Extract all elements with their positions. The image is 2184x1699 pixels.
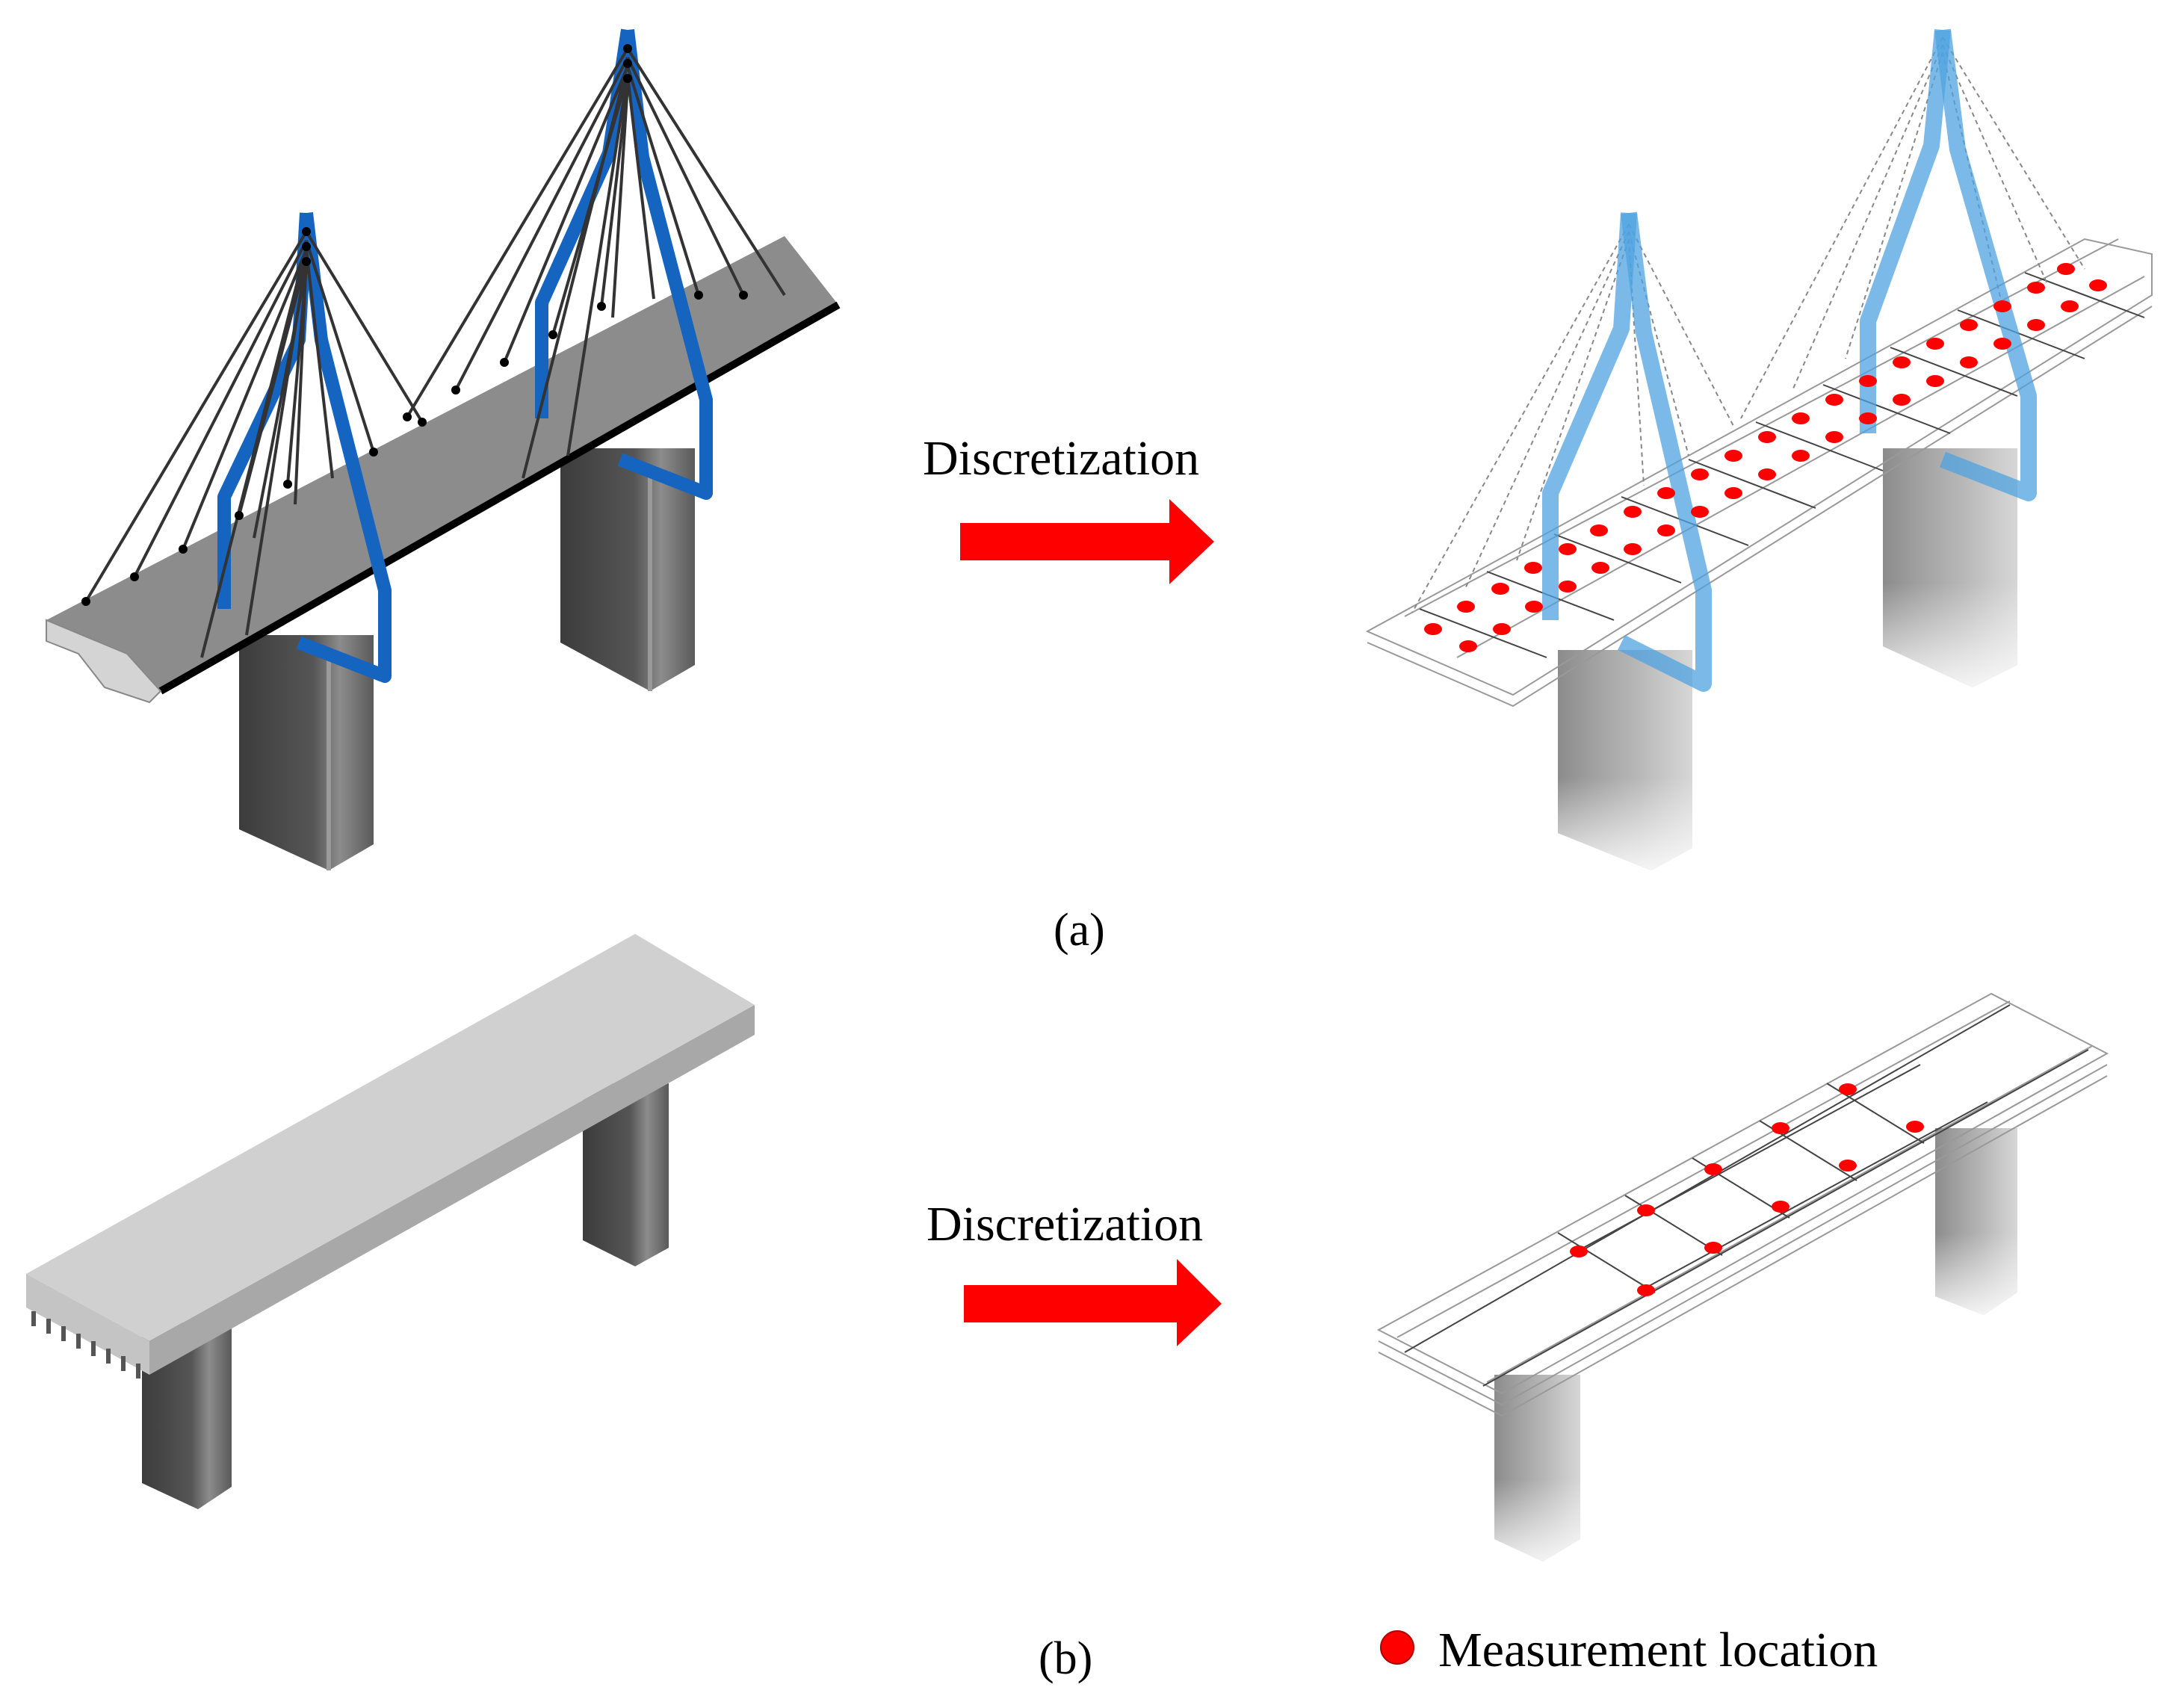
measurement-marker-icon: [1380, 1630, 1414, 1665]
discretization-arrow-a: [960, 499, 1214, 584]
pier-right-ghost: [1883, 448, 2017, 687]
cable-stayed-bridge-discretized: [1365, 28, 2153, 870]
girder-deck: [26, 934, 755, 1378]
cable-stayed-bridge-model: [46, 28, 841, 870]
measurement-points-a: [1424, 263, 2107, 652]
stay-cables: [84, 47, 786, 658]
pier-left-ghost: [1558, 650, 1692, 870]
girder-bridge-model: [26, 934, 755, 1509]
measurement-points-b: [1570, 1083, 1924, 1296]
pylon-right-transparent: [1860, 28, 2037, 501]
pier-far: [583, 1083, 669, 1266]
arrow-label-a: Discretization: [923, 431, 1199, 486]
discretization-arrow-b: [964, 1259, 1222, 1346]
cable-anchors: [81, 44, 748, 606]
girder-wireframe: [1376, 992, 2109, 1417]
pier-near: [142, 1322, 232, 1509]
legend-label: Measurement location: [1438, 1623, 1878, 1677]
deck: [46, 236, 841, 704]
discretization-step-a: Discretization: [923, 431, 1214, 584]
arrow-label-b: Discretization: [927, 1197, 1203, 1251]
girder-bridge-discretized: [1376, 992, 2109, 1562]
pier-far-ghost: [1935, 1128, 2017, 1315]
discretization-step-b: Discretization: [927, 1197, 1222, 1346]
pier-right: [560, 448, 695, 691]
pylon-left-transparent: [1542, 211, 1712, 692]
legend: Measurement location: [1380, 1623, 1878, 1677]
pier-left: [239, 635, 374, 870]
panel-label-a: (a): [1054, 905, 1105, 956]
pier-near-ghost: [1494, 1375, 1580, 1562]
panel-label-b: (b): [1039, 1633, 1092, 1684]
